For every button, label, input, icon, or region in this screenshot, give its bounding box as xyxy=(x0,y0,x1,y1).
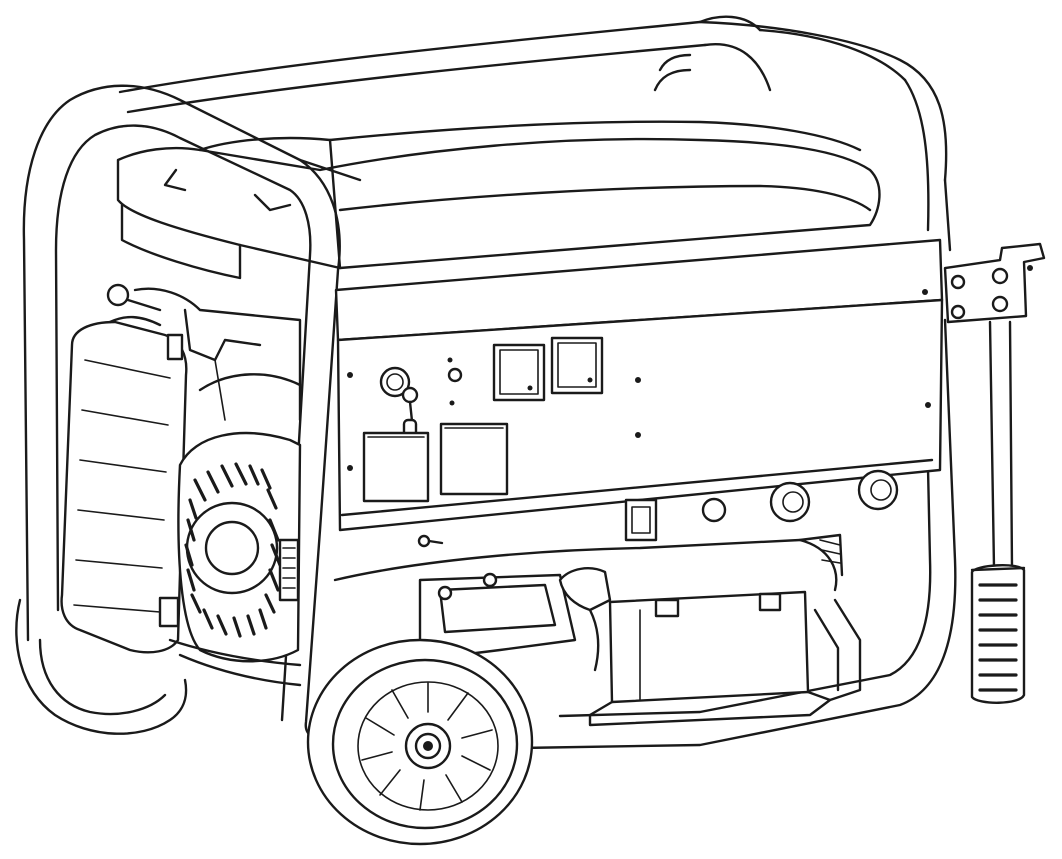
recoil-starter xyxy=(177,431,302,663)
engine-block xyxy=(106,283,302,422)
alternator xyxy=(333,533,844,592)
reset-button-icon xyxy=(701,497,727,523)
muffler-pipe xyxy=(558,567,612,672)
fuel-tank xyxy=(116,120,881,280)
front-wheel xyxy=(306,638,534,846)
dc-terminal-left-icon xyxy=(769,481,811,523)
toggle-switch-icon xyxy=(447,357,463,406)
panel-screws xyxy=(347,289,931,471)
outlet-right-icon xyxy=(439,422,509,496)
meter-left-icon xyxy=(492,343,546,402)
outlet-left-icon xyxy=(362,431,430,503)
ground-terminal-icon xyxy=(417,534,444,548)
handle-bar xyxy=(988,320,1014,570)
handle-bracket xyxy=(943,242,1046,324)
frame-right xyxy=(518,78,957,750)
rear-wheel xyxy=(15,598,188,735)
frame-front xyxy=(22,84,362,742)
frame-foot xyxy=(813,598,862,702)
control-panel xyxy=(334,238,944,548)
meter-right-icon xyxy=(550,336,604,395)
air-filter xyxy=(60,315,188,654)
frame-rear xyxy=(118,15,948,182)
dc-terminal-right-icon xyxy=(857,469,899,511)
battery xyxy=(588,590,832,727)
breaker-switch-icon xyxy=(624,498,658,542)
handle-grip xyxy=(970,564,1026,704)
